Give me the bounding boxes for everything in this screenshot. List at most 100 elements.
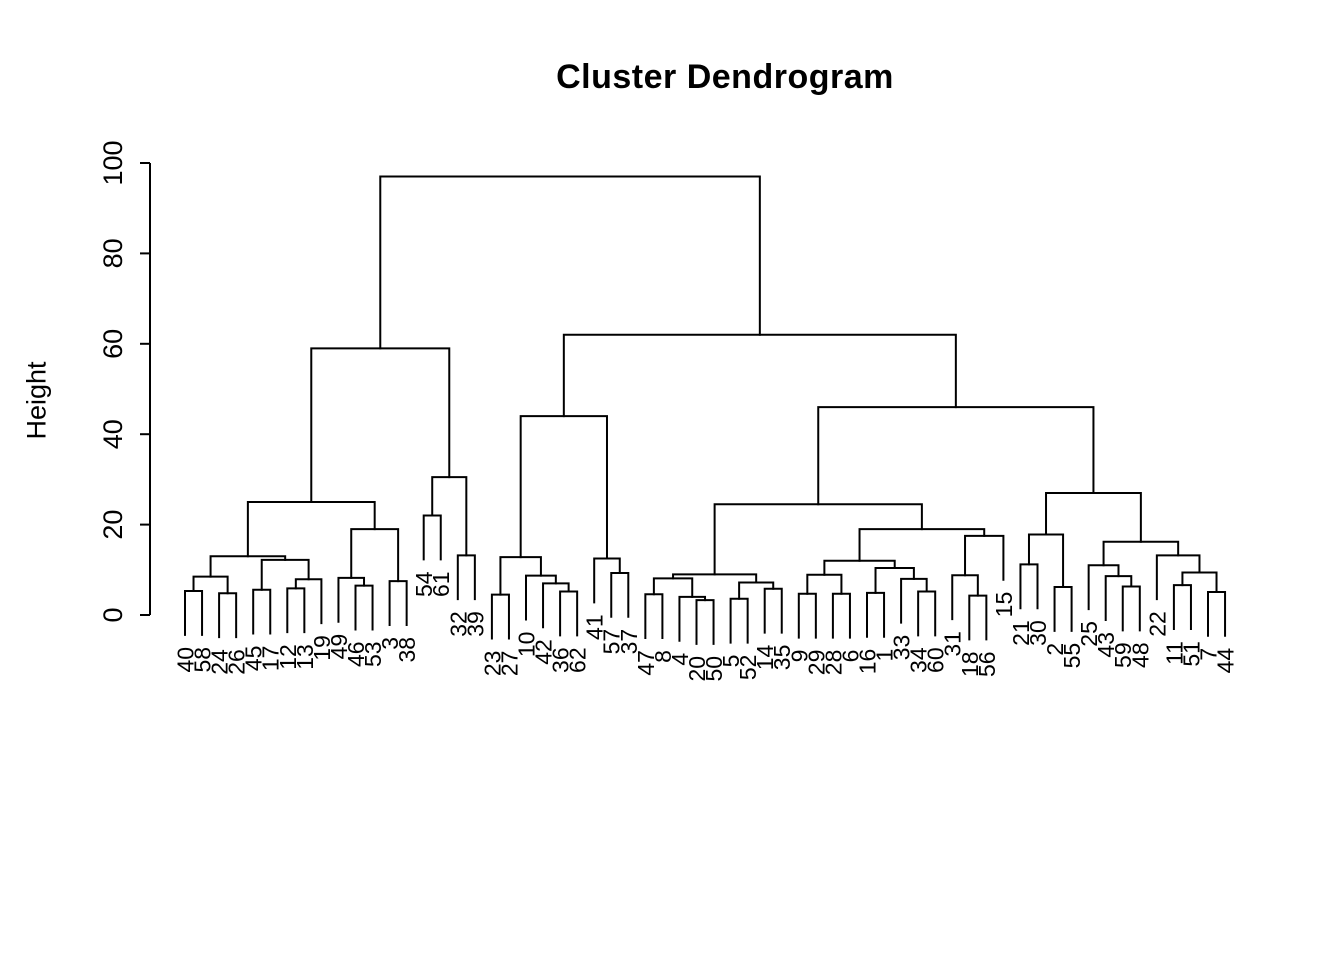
leaf-label: 29 xyxy=(803,650,829,676)
leaf-label: 5 xyxy=(718,655,744,668)
dendrogram-link xyxy=(1027,533,1065,588)
leaf-label: 23 xyxy=(479,651,505,677)
leaf-label: 12 xyxy=(275,644,301,670)
leaf-label: 24 xyxy=(207,649,233,675)
leaf-label: 54 xyxy=(411,571,437,597)
dendrogram-link xyxy=(917,590,937,637)
dendrogram-link xyxy=(817,406,1095,506)
leaf-label: 46 xyxy=(343,641,369,667)
leaf-label: 8 xyxy=(650,650,676,663)
leaf-label: 39 xyxy=(462,611,488,637)
y-tick-label: 40 xyxy=(98,419,128,449)
dendrogram-link xyxy=(184,590,204,636)
leaf-label: 50 xyxy=(701,656,727,682)
leaf-label: 2 xyxy=(1042,643,1068,656)
dendrogram-link xyxy=(806,573,843,595)
y-tick-label: 80 xyxy=(98,238,128,268)
leaf-label: 19 xyxy=(309,635,335,661)
dendrogram-link xyxy=(1155,554,1201,601)
leaf-label: 36 xyxy=(548,647,574,673)
leaf-label: 47 xyxy=(633,650,659,676)
dendrogram-link xyxy=(593,557,621,604)
dendrogram-link xyxy=(388,580,408,626)
leaf-label: 21 xyxy=(1008,620,1034,646)
dendrogram-link xyxy=(866,591,886,638)
dendrogram-link xyxy=(1087,564,1120,611)
leaf-label: 44 xyxy=(1213,648,1239,674)
leaf-label: 59 xyxy=(1110,642,1136,668)
leaf-label: 52 xyxy=(735,655,761,681)
dendrogram-link xyxy=(456,554,476,601)
leaf-label: 42 xyxy=(531,639,557,665)
dendrogram-link xyxy=(763,587,783,634)
dendrogram-link xyxy=(1207,590,1227,637)
leaf-label: 31 xyxy=(940,631,966,657)
dendrogram-link xyxy=(1121,585,1141,632)
leaf-label: 17 xyxy=(258,646,284,672)
dendrogram-link xyxy=(562,333,957,418)
leaf-label: 4 xyxy=(667,653,693,666)
dendrogram-link xyxy=(644,593,664,640)
leaf-label: 40 xyxy=(173,647,199,673)
dendrogram-link xyxy=(337,576,366,623)
dendrogram-link xyxy=(559,590,579,637)
leaf-label: 48 xyxy=(1127,642,1153,668)
leaf-label: 53 xyxy=(360,641,386,667)
y-axis-label: Height xyxy=(21,361,52,440)
dendrogram-link xyxy=(964,534,1005,581)
dendrogram-link xyxy=(286,587,306,634)
leaf-label: 11 xyxy=(1161,641,1187,665)
dendrogram-link xyxy=(968,594,988,641)
leaf-label: 60 xyxy=(923,647,949,673)
dendrogram-link xyxy=(1181,571,1218,593)
leaf-label: 3 xyxy=(377,637,403,650)
leaf-label: 55 xyxy=(1059,643,1085,669)
dendrogram-link xyxy=(695,599,715,645)
leaf-label: 28 xyxy=(820,650,846,676)
leaf-label: 9 xyxy=(786,650,812,663)
dendrogram-link xyxy=(1172,584,1192,631)
leaf-label: 22 xyxy=(1144,611,1170,637)
leaf-label: 43 xyxy=(1093,632,1119,658)
dendrogram-link xyxy=(678,595,707,642)
leaf-label: 49 xyxy=(326,634,352,660)
dendrogram-link xyxy=(252,588,272,635)
leaf-label: 37 xyxy=(616,629,642,655)
leaf-label: 15 xyxy=(991,592,1017,618)
dendrogram-link xyxy=(260,558,310,591)
dendrogram-link xyxy=(422,514,442,561)
leaf-label: 10 xyxy=(514,632,540,658)
leaf-label: 13 xyxy=(292,644,318,670)
dendrogram-link xyxy=(1053,585,1073,632)
dendrogram-link xyxy=(350,528,400,583)
leaf-label: 6 xyxy=(837,650,863,663)
dendrogram-link xyxy=(951,574,979,621)
dendrogram-link xyxy=(797,592,817,639)
leaf-label: 56 xyxy=(974,651,1000,677)
dendrogram-link xyxy=(610,571,630,618)
dendrogram-link xyxy=(379,175,761,350)
leaf-label: 33 xyxy=(889,635,915,661)
leaf-label: 30 xyxy=(1025,620,1051,646)
leaf-label: 45 xyxy=(241,646,267,672)
leaf-label: 38 xyxy=(394,637,420,663)
dendrogram-link xyxy=(1019,563,1039,610)
dendrogram-link xyxy=(525,574,557,621)
dendrogram-link xyxy=(542,582,570,629)
y-tick-label: 0 xyxy=(98,607,128,622)
leaf-label: 7 xyxy=(1196,648,1222,661)
leaf-label: 27 xyxy=(496,651,522,677)
leaf-label: 35 xyxy=(769,645,795,671)
leaf-label: 14 xyxy=(752,644,778,670)
leaf-label: 62 xyxy=(565,647,591,673)
leaf-label: 32 xyxy=(445,611,471,637)
leaf-label: 26 xyxy=(224,649,250,675)
dendrogram-link xyxy=(729,597,749,644)
dendrogram-link xyxy=(519,415,608,560)
leaf-label: 25 xyxy=(1076,621,1102,647)
dendrogram-link xyxy=(738,581,775,600)
dendrogram-link xyxy=(490,593,510,640)
chart-title: Cluster Dendrogram xyxy=(556,58,894,96)
dendrogram-link xyxy=(1104,575,1133,621)
